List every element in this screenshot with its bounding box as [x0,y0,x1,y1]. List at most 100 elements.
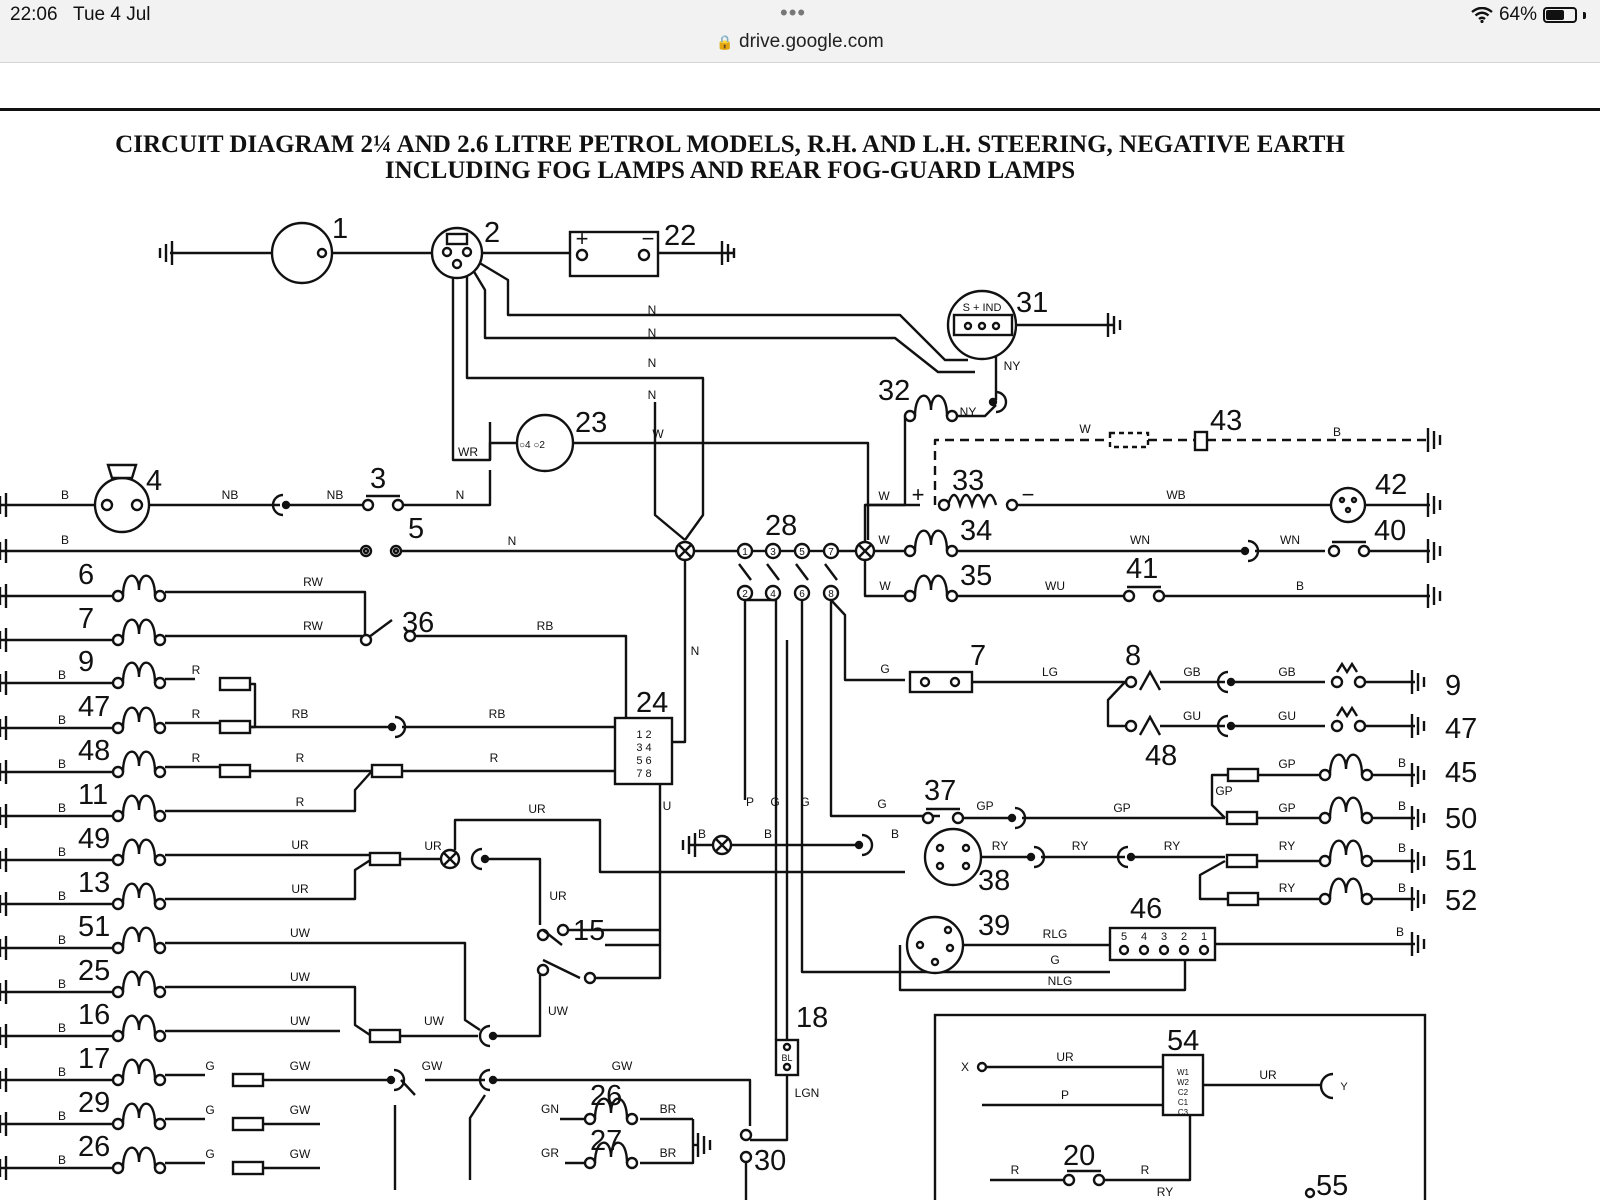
bulb-filament [121,970,157,993]
bulb-symbol [913,394,949,417]
fusebox-pin-label: 7 [828,547,834,558]
wire-code-label: B [58,1021,66,1035]
earth-symbol [1426,493,1442,517]
earth-symbol [1410,670,1426,694]
connector-pin [1126,852,1136,862]
sender-42 [1329,486,1367,524]
connector [271,493,284,517]
bulb-filament [1328,839,1364,862]
terminal [583,971,597,985]
wire-code-label: N [691,644,700,658]
terminal [1158,944,1170,956]
bulb-filament [1328,753,1364,776]
bulb-terminal [111,1029,125,1043]
wire-code-label: G [1050,953,1059,967]
earth-symbol [0,628,8,652]
component-number: 38 [978,865,1010,897]
wire-code-label: B [891,827,899,841]
bulb-terminal [111,941,125,955]
bulb-filament [913,394,949,417]
wire-code-label: LGN [795,1086,820,1100]
address-bar[interactable]: 🔒 drive.google.com [0,31,1600,53]
fusebox-terminal [736,542,754,560]
wire [1210,773,1228,819]
switch-45 [1138,714,1162,736]
wire-code-label: UW [424,1014,445,1028]
wire-code-label: UW [548,1004,569,1018]
sub-panel-frame [933,1013,1427,1200]
wire-code-label: W [1079,422,1091,436]
bulb-terminal [945,589,959,603]
resistor [368,1028,402,1044]
bulb-terminal [111,633,125,647]
relay-terminal-label: W1 [1177,1068,1190,1077]
wire-code-label: B [58,977,66,991]
wire [415,634,628,720]
resistor [1226,767,1260,783]
switch-terminal [1327,544,1341,558]
fuse-43 [1108,431,1150,449]
wire [165,590,367,640]
wire-code-label: RW [303,575,323,589]
wire-code-label: WB [1166,488,1185,502]
gauge-terminal-labels: S + IND [963,302,1002,314]
bulb-filament [121,661,157,684]
resistor [218,719,252,735]
fuse-block-terminal: 1 2 [636,729,651,741]
flasher-29 [774,1038,800,1077]
bulb-filament [121,706,157,729]
bulb-symbol [913,529,949,552]
fusebox-pin-label: 3 [770,547,776,558]
bulb-symbol [913,574,949,597]
bulb-symbol [121,706,157,729]
component-number: 15 [573,915,605,947]
bulb-terminal [111,897,125,911]
bulb-terminal [111,721,125,735]
wire [403,470,492,507]
wire-code-label: B [698,827,706,841]
component-number: 8 [1125,640,1141,672]
wire-code-label: UR [528,802,546,816]
bulb-terminal [153,985,167,999]
wire [672,560,687,744]
terminal [961,843,971,853]
wire-code-label: R [192,707,201,721]
component-number: 2 [484,217,500,249]
connector [1116,845,1129,869]
wire-code-label: B [58,1109,66,1123]
wire-code-label: B [1398,841,1406,855]
earth-symbol [0,1068,8,1092]
wire [1106,681,1126,728]
bulb-terminal [111,1161,125,1175]
bulb-terminal [153,633,167,647]
wire [468,264,975,374]
wire-code-label: UR [291,838,309,852]
wire-code-label: P [1061,1088,1069,1102]
bulb-terminal [1360,768,1374,782]
component-number: 55 [1316,1170,1348,1200]
wire-code-label: LG [1042,665,1058,679]
earth-symbol [1426,539,1442,563]
wire-code-label: GW [422,1059,443,1073]
earth-symbol [0,980,8,1004]
connector [1216,714,1229,738]
earth-symbol [0,760,8,784]
component-number: 34 [960,515,992,547]
fuse-block-24 [613,716,674,786]
wire-code-label: N [648,326,657,340]
switch-terminal [921,811,935,825]
wire [477,260,968,362]
component-number: 46 [1130,893,1162,925]
component-number: 30 [754,1145,786,1177]
resistor [1226,891,1260,907]
connector-pin [1240,546,1250,556]
wire-code-label: UR [291,882,309,896]
wire [451,275,492,462]
tab-menu-dots-icon[interactable]: ••• [780,0,807,25]
component-number: 6 [78,559,94,591]
battery-minus-sign: − [642,226,655,251]
bulb-symbol [121,794,157,817]
starter-solenoid-2 [430,226,484,280]
fuse-block-terminal: 3 4 [636,742,651,754]
wire [863,414,910,548]
